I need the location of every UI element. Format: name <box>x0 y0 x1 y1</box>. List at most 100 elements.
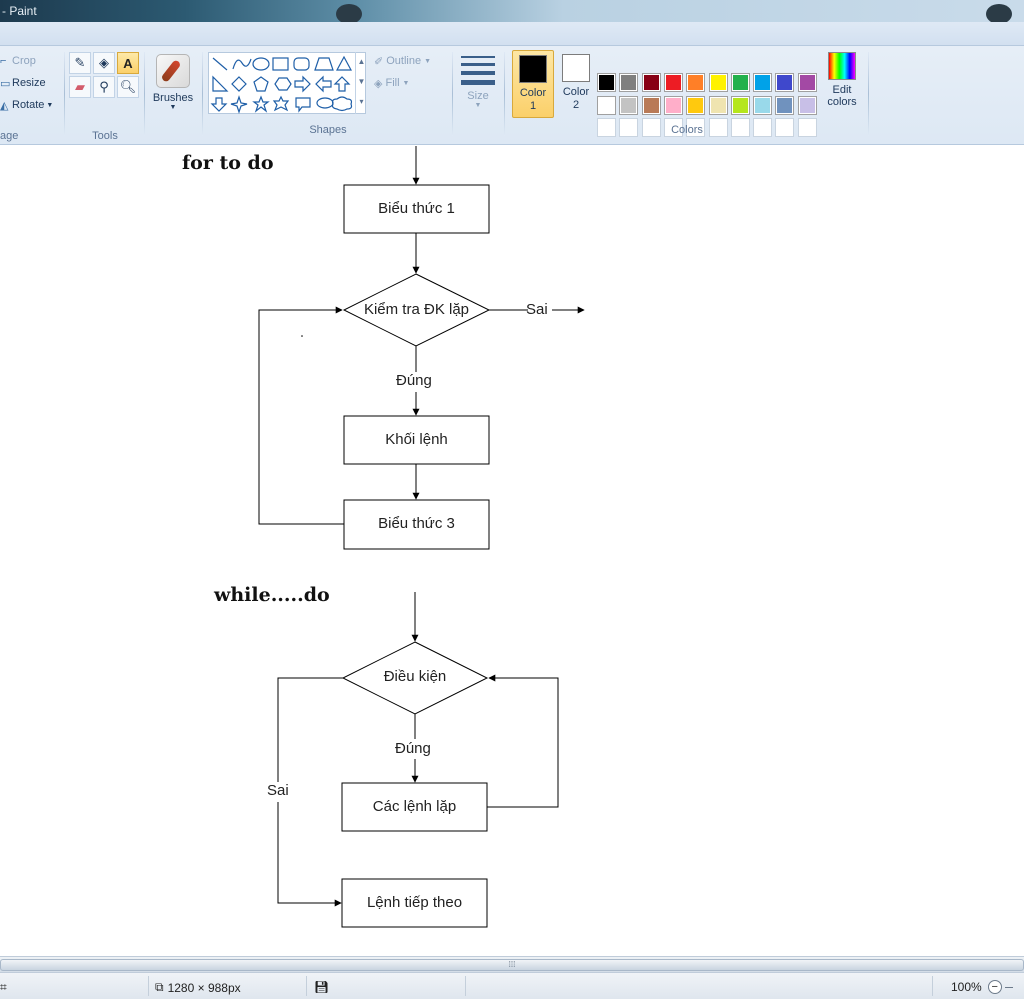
title-bar: - Paint <box>0 0 1024 24</box>
palette-swatch[interactable] <box>641 73 661 92</box>
resize-label: Resize <box>12 77 46 89</box>
chevron-down-icon: ▼ <box>424 57 432 65</box>
palette-swatch[interactable] <box>619 73 639 92</box>
pencil-icon[interactable]: ✎ <box>69 52 91 74</box>
ribbon: ⌐Crop ▭Resize ◭Rotate▼ age ✎ ◈ A ▰ ⚲ 🔍︎ … <box>0 22 1024 145</box>
flowchart-drawing <box>258 146 585 928</box>
window-title: - Paint <box>2 4 37 18</box>
palette-swatch[interactable] <box>753 95 773 115</box>
cursor-position-icon: ⌗ <box>0 980 7 994</box>
edit-colors-button[interactable]: Edit colors <box>824 52 860 108</box>
group-divider <box>452 52 453 136</box>
palette-swatch[interactable] <box>686 73 706 92</box>
scroll-up-icon[interactable]: ▲ <box>357 57 366 66</box>
palette-empty-swatch[interactable] <box>797 118 817 137</box>
image-group-label: age <box>0 130 19 142</box>
fill-bucket-icon[interactable]: ◈ <box>93 52 115 74</box>
swatch-fill <box>710 97 726 113</box>
size-label: Size <box>467 90 489 102</box>
swatch-fill <box>621 97 637 113</box>
palette-empty-swatch[interactable] <box>641 118 661 137</box>
eraser-icon[interactable]: ▰ <box>69 76 91 98</box>
tools-group-label: Tools <box>92 130 118 142</box>
group-divider <box>868 52 869 136</box>
size-button[interactable]: Size ▼ <box>458 50 498 126</box>
group-divider <box>504 52 505 136</box>
chevron-down-icon: ▼ <box>474 102 482 109</box>
group-divider <box>202 52 203 136</box>
color2-button[interactable]: Color 2 <box>555 50 597 118</box>
disk-icon: 💾︎ <box>314 980 330 994</box>
palette-swatch[interactable] <box>663 95 683 115</box>
palette-swatch[interactable] <box>775 73 795 92</box>
titlebar-button-icon[interactable] <box>986 4 1012 24</box>
palette-swatch[interactable] <box>730 95 750 115</box>
palette-swatch[interactable] <box>663 73 683 92</box>
while-true-label: Đúng <box>395 740 431 757</box>
zoom-out-icon[interactable]: − <box>987 980 1002 994</box>
brushes-label: Brushes <box>152 92 194 104</box>
text-tool-icon[interactable]: A <box>117 52 139 74</box>
brushes-button[interactable]: Brushes ▼ <box>148 50 198 130</box>
palette-empty-swatch[interactable] <box>686 118 706 137</box>
rotate-button[interactable]: ◭Rotate▼ <box>0 96 53 114</box>
palette-swatch[interactable] <box>686 95 706 115</box>
swatch-fill <box>665 97 681 113</box>
rotate-label: Rotate <box>12 99 45 111</box>
crop-button[interactable]: ⌐Crop <box>0 52 36 70</box>
palette-empty-swatch[interactable] <box>619 118 639 137</box>
fill-icon: ◈ <box>374 77 383 90</box>
zoom-controls: 100% − <box>951 980 1013 994</box>
color1-button[interactable]: Color 1 <box>512 50 554 118</box>
while-condition-diamond: Điều kiện <box>383 668 447 685</box>
horizontal-scrollbar[interactable]: ⁞⁞⁞ <box>0 956 1024 972</box>
palette-empty-swatch[interactable] <box>753 118 773 137</box>
palette-swatch[interactable] <box>708 95 728 115</box>
resize-icon: ▭ <box>0 77 11 90</box>
chevron-down-icon: ▼ <box>169 104 177 111</box>
stray-dot <box>301 335 303 337</box>
palette-swatch[interactable] <box>753 73 773 92</box>
palette-empty-swatch[interactable] <box>597 118 616 137</box>
for-expr3-box: Biểu thức 3 <box>378 515 455 532</box>
palette-swatch[interactable] <box>730 73 750 92</box>
swatch-fill <box>777 97 793 113</box>
swatch-fill <box>755 75 771 90</box>
zoom-slider[interactable] <box>1004 986 1013 988</box>
grip-icon: ⁞⁞⁞ <box>508 960 516 969</box>
outline-label: Outline <box>386 55 422 67</box>
palette-swatch[interactable] <box>641 95 661 115</box>
palette-empty-swatch[interactable] <box>730 118 750 137</box>
swatch-fill <box>599 75 614 90</box>
palette-swatch[interactable] <box>597 95 616 115</box>
scroll-down-icon[interactable]: ▼ <box>357 77 366 86</box>
palette-empty-swatch[interactable] <box>708 118 728 137</box>
tools-group: ✎ ◈ A ▰ ⚲ 🔍︎ Tools <box>66 50 144 144</box>
palette-swatch[interactable] <box>797 95 817 115</box>
gallery-expand-icon[interactable]: ▾ <box>359 97 364 106</box>
palette-empty-swatch[interactable] <box>663 118 683 137</box>
for-true-label: Đúng <box>396 372 432 389</box>
shapes-group-label: Shapes <box>309 124 347 136</box>
palette-swatch[interactable] <box>775 95 795 115</box>
rotate-icon: ◭ <box>0 99 9 112</box>
drawing-canvas[interactable]: for to do Biểu thức 1 Kiểm tra ĐK lặp Sa… <box>0 146 1024 956</box>
palette-empty-swatch[interactable] <box>775 118 795 137</box>
swatch-fill <box>777 75 793 90</box>
magnifier-icon[interactable]: 🔍︎ <box>117 76 139 98</box>
shapes-scroll[interactable]: ▲ ▼ ▾ <box>355 52 367 114</box>
color-picker-icon[interactable]: ⚲ <box>93 76 115 98</box>
palette-swatch[interactable] <box>797 73 817 92</box>
palette-swatch[interactable] <box>619 95 639 115</box>
scroll-thumb[interactable]: ⁞⁞⁞ <box>0 959 1024 971</box>
outline-dropdown[interactable]: ✐Outline▼ <box>374 52 431 70</box>
palette-swatch[interactable] <box>708 73 728 92</box>
palette-swatch[interactable] <box>597 73 616 92</box>
for-false-label: Sai <box>526 301 548 318</box>
image-group: ⌐Crop ▭Resize ◭Rotate▼ age <box>0 50 64 144</box>
resize-button[interactable]: ▭Resize <box>0 74 46 92</box>
shapes-gallery[interactable] <box>208 52 366 114</box>
color1-swatch <box>519 55 547 83</box>
fill-dropdown[interactable]: ◈Fill▼ <box>374 74 409 92</box>
swatch-fill <box>755 97 771 113</box>
